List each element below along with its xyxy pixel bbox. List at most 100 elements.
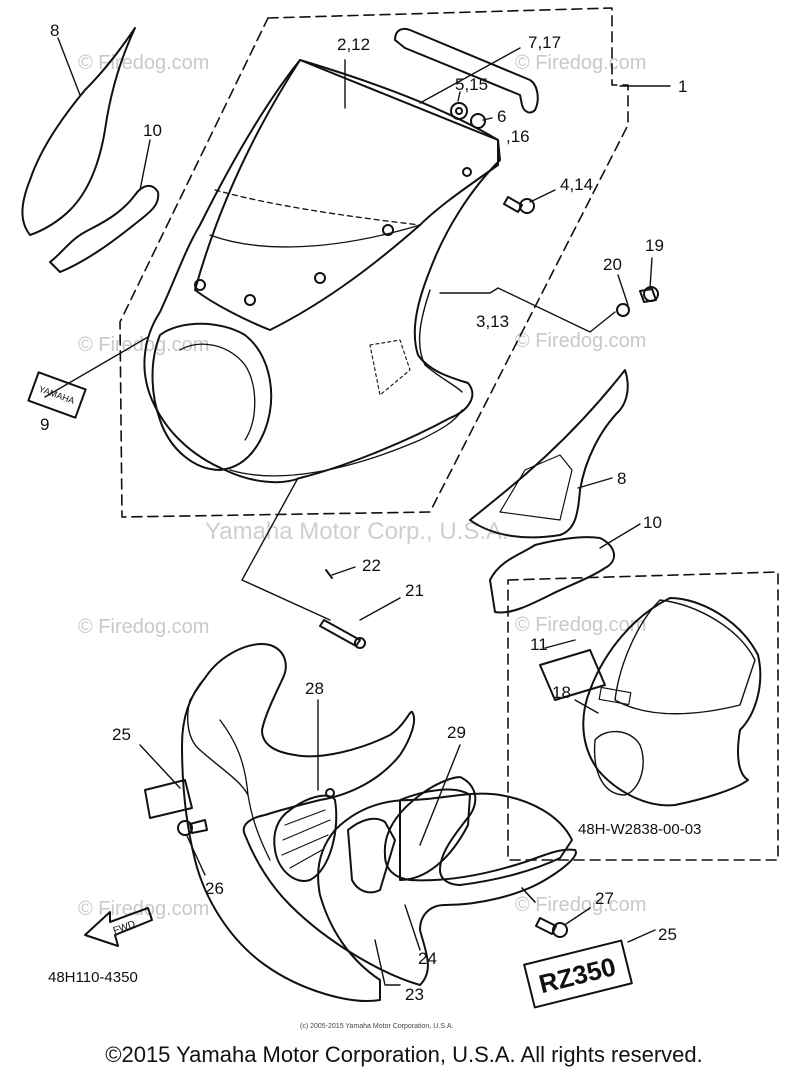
screw (325, 788, 335, 798)
side-panel-right-inner (499, 454, 573, 521)
assembly-boundary (119, 7, 629, 518)
bolt-head (177, 820, 193, 836)
callout-27: 27 (595, 889, 614, 908)
callout-5-15: 5,15 (455, 75, 488, 94)
callout-6: 6 (497, 107, 506, 126)
inset-part-number: 48H-W2838-00-03 (578, 821, 701, 838)
callout-11: 11 (530, 635, 548, 654)
callout-26: 26 (205, 879, 224, 898)
callout-10-right: 10 (643, 513, 662, 532)
leader (419, 47, 521, 104)
bolt (535, 917, 557, 935)
side-panel-right (469, 369, 629, 539)
inner-panel-b (399, 788, 471, 881)
bolt (319, 619, 361, 647)
fwd-arrow (84, 907, 153, 947)
leader (419, 744, 461, 846)
callout-28: 28 (305, 679, 324, 698)
leader (649, 257, 653, 289)
windscreen (194, 59, 499, 331)
screw (314, 272, 326, 284)
callout-6-16: ,16 (506, 127, 530, 146)
headlight-inner (179, 343, 256, 441)
bolt (503, 196, 523, 213)
leader (529, 189, 556, 203)
bolt (189, 819, 208, 834)
leader (565, 907, 591, 925)
callout-1: 1 (678, 77, 687, 96)
leader (404, 904, 421, 951)
figure-number: 48H110-4350 (48, 969, 138, 986)
callout-20: 20 (603, 255, 622, 274)
callout-3-13: 3,13 (476, 312, 509, 331)
inset-decal (539, 649, 606, 701)
callout-23: 23 (405, 985, 424, 1004)
side-panel-left (21, 27, 136, 236)
watermark-firedog: © Firedog.com (515, 52, 647, 74)
leader (482, 117, 493, 121)
leader (599, 523, 641, 549)
leader (439, 287, 616, 333)
leader (331, 566, 356, 576)
decal-left (49, 184, 160, 273)
callout-10-left: 10 (143, 121, 162, 140)
watermark-firedog: © Firedog.com (78, 616, 210, 638)
leader (57, 37, 81, 96)
lower-fairing (181, 643, 577, 1002)
screw (462, 167, 472, 177)
pin (521, 887, 536, 903)
screw (244, 294, 256, 306)
watermark-firedog: © Firedog.com (515, 614, 647, 636)
grommet (455, 107, 463, 115)
callout-24: 24 (418, 949, 437, 968)
watermark-yamaha: Yamaha Motor Corp., U.S.A. (205, 518, 509, 545)
leader (617, 274, 629, 306)
decal-right (489, 536, 615, 614)
watermark-firedog: © Firedog.com (515, 330, 647, 352)
copyright-main: ©2015 Yamaha Motor Corporation, U.S.A. A… (105, 1042, 703, 1067)
leader (577, 477, 613, 489)
cowling-outline (143, 59, 501, 484)
callout-22: 22 (362, 556, 381, 575)
leader (241, 477, 331, 621)
cowling-side-trim (418, 289, 463, 393)
leader (186, 835, 206, 876)
watermark-firedog: © Firedog.com (78, 334, 210, 356)
leader (544, 639, 576, 649)
yamaha-emblem (27, 371, 87, 419)
inset-headlight (593, 730, 644, 796)
inset-badge (598, 686, 632, 706)
fwd-label: FWD (112, 919, 137, 937)
mesh-hatch (281, 809, 331, 869)
lower-fairing-inner (219, 719, 271, 861)
cowling-bottom-trim (229, 409, 463, 477)
inset-windscreen (614, 599, 756, 715)
vent-dashes (369, 339, 411, 396)
lower-fairing-edge (187, 677, 249, 796)
callout-2-12: 2,12 (337, 35, 370, 54)
screw (382, 224, 394, 236)
washer (616, 303, 630, 317)
callout-8-left: 8 (50, 21, 59, 40)
bolt-head (354, 637, 366, 649)
leader (139, 139, 151, 191)
headlight-opening (151, 322, 273, 471)
callout-25-right: 25 (658, 925, 677, 944)
rz-decal (523, 939, 633, 1009)
leader (359, 597, 401, 621)
callout-8-right: 8 (617, 469, 626, 488)
callout-4-14: 4,14 (560, 175, 593, 194)
callout-7-17: 7,17 (528, 33, 561, 52)
trim-strip (394, 27, 539, 114)
nut (470, 113, 486, 129)
yamaha-emblem-label: YAMAHA (37, 384, 76, 406)
leader (139, 744, 181, 789)
decal-25-left (144, 779, 193, 819)
callout-21: 21 (405, 581, 424, 600)
watermark-firedog: © Firedog.com (515, 894, 647, 916)
inner-panel (347, 817, 396, 894)
inset-boundary (507, 571, 779, 861)
windscreen-line (214, 189, 421, 226)
